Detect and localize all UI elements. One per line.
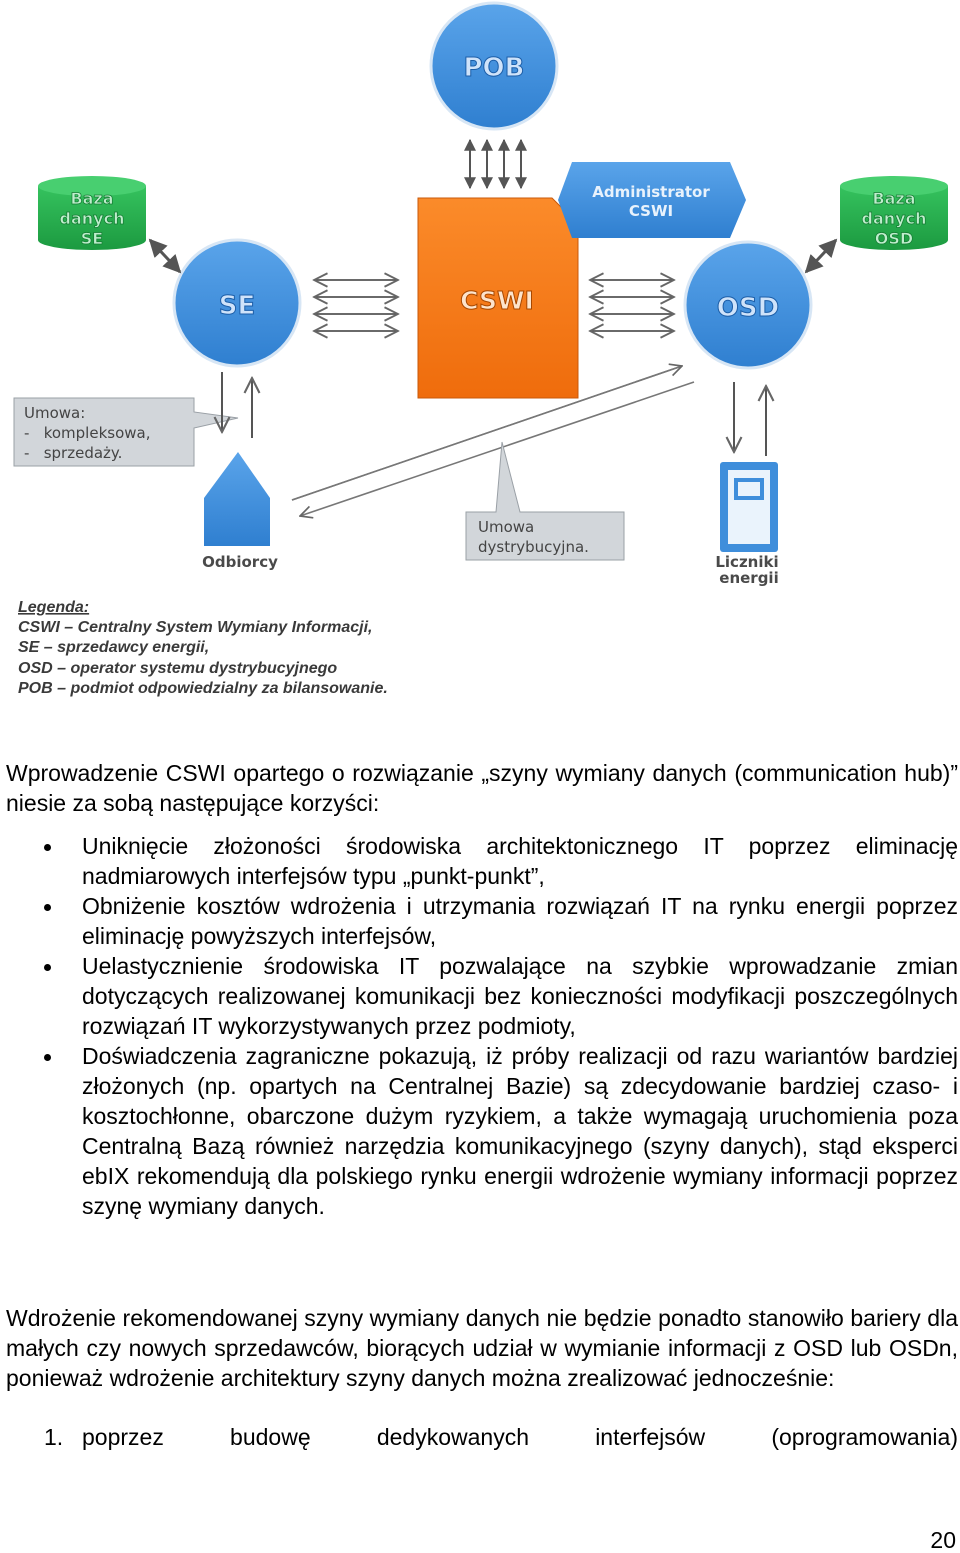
admin-node: Administrator CSWI <box>558 162 746 238</box>
bullet-icon <box>44 904 51 911</box>
contract-distribution-callout: Umowa dystrybucyjna. <box>465 441 625 561</box>
pob-cswi-arrows <box>464 138 527 190</box>
list-item: Doświadczenia zagraniczne pokazują, iż p… <box>6 1041 958 1221</box>
bullet-icon <box>44 844 51 851</box>
database-se-line1: Baza <box>70 189 113 208</box>
cswi-osd-arrows <box>590 280 674 331</box>
cswi-label: CSWI <box>460 286 534 315</box>
database-osd-line1: Baza <box>872 189 915 208</box>
legend-line-3: OSD – operator systemu dystrybucyjnego <box>18 660 337 677</box>
contract-sale-item-2: - sprzedaży. <box>24 444 122 462</box>
db-osd-arrow <box>804 238 838 274</box>
list-item: Uniknięcie złożoności środowiska archite… <box>6 831 958 891</box>
database-osd-line2: danych <box>862 209 927 228</box>
database-se: Baza danych SE <box>38 176 146 250</box>
legend-title: Legenda: <box>18 599 89 616</box>
recommendation-paragraph: Wdrożenie rekomendowanej szyny wymiany d… <box>6 1303 958 1393</box>
meter-icon <box>720 462 778 552</box>
bullet-icon <box>44 964 51 971</box>
database-se-line2: danych <box>60 209 125 228</box>
contract-sale-callout: Umowa: - kompleksowa, - sprzedaży. <box>13 397 239 467</box>
se-label: SE <box>219 291 256 321</box>
contract-distribution-line1: Umowa <box>478 518 534 536</box>
bullet-icon <box>44 1054 51 1061</box>
contract-sale-title: Umowa: <box>24 404 85 422</box>
benefit-text: Obniżenie kosztów wdrożenia i utrzymania… <box>82 893 958 949</box>
intro-text: Wprowadzenie CSWI opartego o rozwiązanie… <box>6 760 958 816</box>
se-cswi-arrows <box>314 280 398 331</box>
recipients-osd-arrows <box>291 366 695 516</box>
recommendation-text: Wdrożenie rekomendowanej szyny wymiany d… <box>6 1305 958 1391</box>
architecture-diagram: POB CSWI Administrator CSWI SE OSD <box>13 1 948 697</box>
osd-node: OSD <box>683 240 813 370</box>
page-number: 20 <box>930 1527 956 1553</box>
list-item-text: poprzez budowę dedykowanych interfejsów … <box>82 1424 958 1450</box>
intro-paragraph: Wprowadzenie CSWI opartego o rozwiązanie… <box>6 758 958 818</box>
legend: Legenda: CSWI – Centralny System Wymiany… <box>18 599 388 697</box>
benefit-text: Uelastycznienie środowiska IT pozwalając… <box>82 953 958 1039</box>
database-osd-line3: OSD <box>875 229 913 248</box>
meters-label-line2: energii <box>719 569 778 587</box>
legend-line-2: SE – sprzedawcy energii, <box>18 639 209 656</box>
admin-label-line1: Administrator <box>592 183 710 201</box>
database-osd: Baza danych OSD <box>840 176 948 250</box>
list-item: Uelastycznienie środowiska IT pozwalając… <box>6 951 958 1041</box>
recipients-house-icon <box>204 452 270 546</box>
se-node: SE <box>172 238 302 368</box>
database-se-line3: SE <box>81 229 103 248</box>
numbered-list: 1. poprzez budowę dedykowanych interfejs… <box>6 1422 958 1452</box>
cswi-node: CSWI <box>417 197 579 399</box>
contract-distribution-line2: dystrybucyjna. <box>478 538 589 556</box>
admin-label-line2: CSWI <box>629 202 673 220</box>
legend-line-1: CSWI – Centralny System Wymiany Informac… <box>18 619 372 636</box>
benefits-list: Uniknięcie złożoności środowiska archite… <box>6 831 958 1221</box>
recipients-label: Odbiorcy <box>202 553 278 571</box>
list-number: 1. <box>44 1424 64 1450</box>
osd-label: OSD <box>717 293 779 323</box>
meters-label-line1: Liczniki <box>715 553 778 571</box>
legend-line-4: POB – podmiot odpowiedzialny za bilansow… <box>18 680 388 697</box>
benefit-text: Uniknięcie złożoności środowiska archite… <box>82 833 958 889</box>
db-se-arrow <box>148 238 182 274</box>
pob-label: POB <box>464 53 525 83</box>
benefit-text: Doświadczenia zagraniczne pokazują, iż p… <box>82 1043 958 1219</box>
contract-sale-item-1: - kompleksowa, <box>24 424 150 442</box>
pob-node: POB <box>429 1 559 131</box>
list-item: Obniżenie kosztów wdrożenia i utrzymania… <box>6 891 958 951</box>
